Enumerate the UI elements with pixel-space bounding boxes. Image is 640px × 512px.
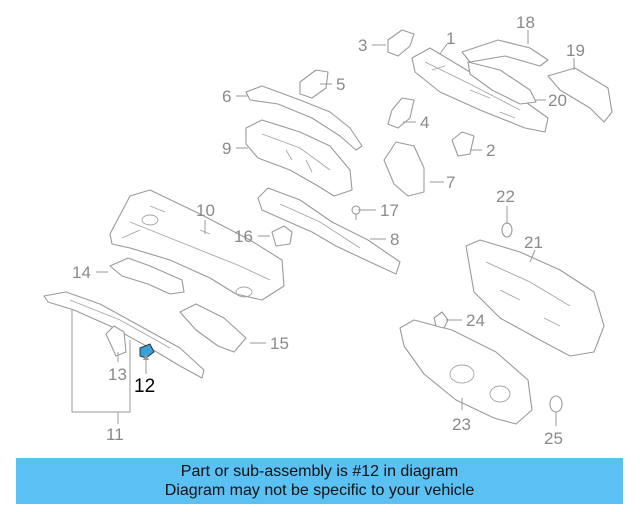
part-9-dash-section [245,119,353,197]
part-10-cowl [109,189,285,301]
banner-line-disclaimer: Diagram may not be specific to your vehi… [164,482,475,499]
callout-6: 6 [222,87,231,106]
part-14-bracket [109,257,185,295]
callout-24: 24 [466,311,485,330]
parts-diagram: 1 2 3 4 5 6 7 8 9 10 11 12 13 14 15 16 1… [43,13,613,448]
info-banner: Part or sub-assembly is #12 in diagram D… [16,458,623,504]
callout-7: 7 [446,173,455,192]
part-22-grommet [501,222,513,238]
callout-10: 10 [196,201,215,220]
part-3-clip [387,29,415,57]
callout-12: 12 [134,376,155,397]
callout-20: 20 [548,91,567,110]
part-24-clip [433,311,449,329]
callout-13: 13 [108,365,127,384]
part-17-bolt [351,205,361,220]
part-2-clip [451,131,475,157]
callout-18: 18 [516,13,535,32]
part-6-rail [245,85,363,151]
part-15-bracket [179,303,247,353]
callout-21: 21 [524,233,543,252]
callout-17: 17 [380,201,399,220]
callout-19: 19 [566,41,585,60]
callout-labels: 1 2 3 4 5 6 7 8 9 10 11 12 13 14 15 16 1… [72,13,585,448]
callout-16: 16 [234,227,253,246]
callout-8: 8 [390,230,399,249]
callout-23: 23 [452,415,471,434]
callout-25: 25 [544,429,563,448]
part-25-grommet [549,395,563,413]
callout-4: 4 [420,113,429,132]
part-16-clip [271,225,293,247]
part-4-bracket [387,97,415,129]
callout-14: 14 [72,263,91,282]
part-13-clip [105,325,127,357]
part-19-end-bracket [547,67,613,123]
part-12-highlighted [139,343,155,359]
callout-9: 9 [222,139,231,158]
part-23-insulator [399,319,533,425]
part-8-bracket [257,187,401,275]
callout-1: 1 [446,29,455,48]
part-21-insulator [465,239,605,357]
part-11-side-member [43,291,205,379]
part-1-cowl-panel [411,47,549,133]
part-7-side-bracket [383,141,425,197]
part-5-bracket [299,69,329,99]
callout-15: 15 [270,334,289,353]
banner-line-part-number: Part or sub-assembly is #12 in diagram [180,463,459,480]
part-18-bracket [461,39,549,67]
callout-11: 11 [106,425,124,444]
callout-3: 3 [358,36,367,55]
callout-5: 5 [336,75,345,94]
part-20-seal [467,61,537,105]
callout-22: 22 [496,187,515,206]
leader-lines [71,30,575,426]
callout-2: 2 [486,141,495,160]
